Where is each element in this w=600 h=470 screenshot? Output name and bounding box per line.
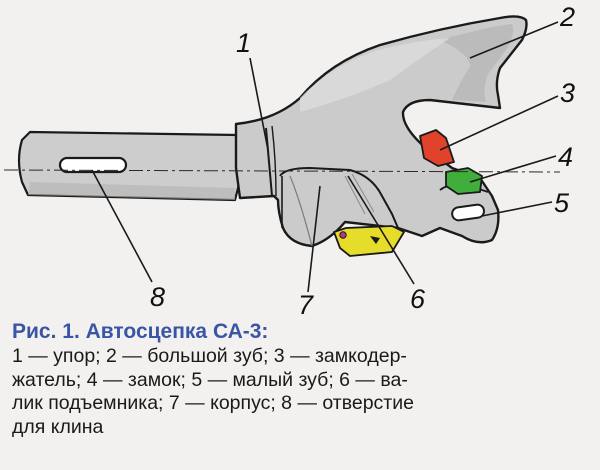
centerline	[3, 169, 561, 173]
lock-holder	[419, 129, 455, 167]
figure-caption: Рис. 1. Автосцепка СА-3: 1 — упор; 2 — б…	[12, 318, 594, 439]
caption-line: для клина	[12, 415, 104, 438]
callout-8: 8	[150, 282, 165, 312]
caption-title: Рис. 1. Автосцепка СА-3:	[12, 320, 269, 343]
caption-text: 1 — упор; 2 — большой зуб; 3 — замкодер-…	[12, 345, 594, 439]
callout-3: 3	[560, 78, 575, 108]
callout-6: 6	[410, 284, 426, 314]
lifter-shaft	[333, 225, 405, 257]
caption-line: лик подъемника; 7 — корпус; 8 — отверсти…	[12, 392, 414, 414]
coupler-diagram: 1 2 3 4 5 6 7 8	[3, 2, 576, 320]
callout-1: 1	[236, 28, 251, 58]
caption-line: 1 — упор; 2 — большой зуб; 3 — замкодер-	[12, 345, 407, 367]
callout-4: 4	[558, 142, 573, 172]
callout-5: 5	[554, 188, 570, 218]
lock	[445, 167, 483, 195]
shank	[17, 130, 245, 202]
callout-7: 7	[298, 290, 314, 320]
callout-2: 2	[559, 2, 575, 32]
caption-line: жатель; 4 — замок; 5 — малый зуб; 6 — ва…	[12, 368, 408, 391]
leader-lines	[91, 21, 559, 293]
